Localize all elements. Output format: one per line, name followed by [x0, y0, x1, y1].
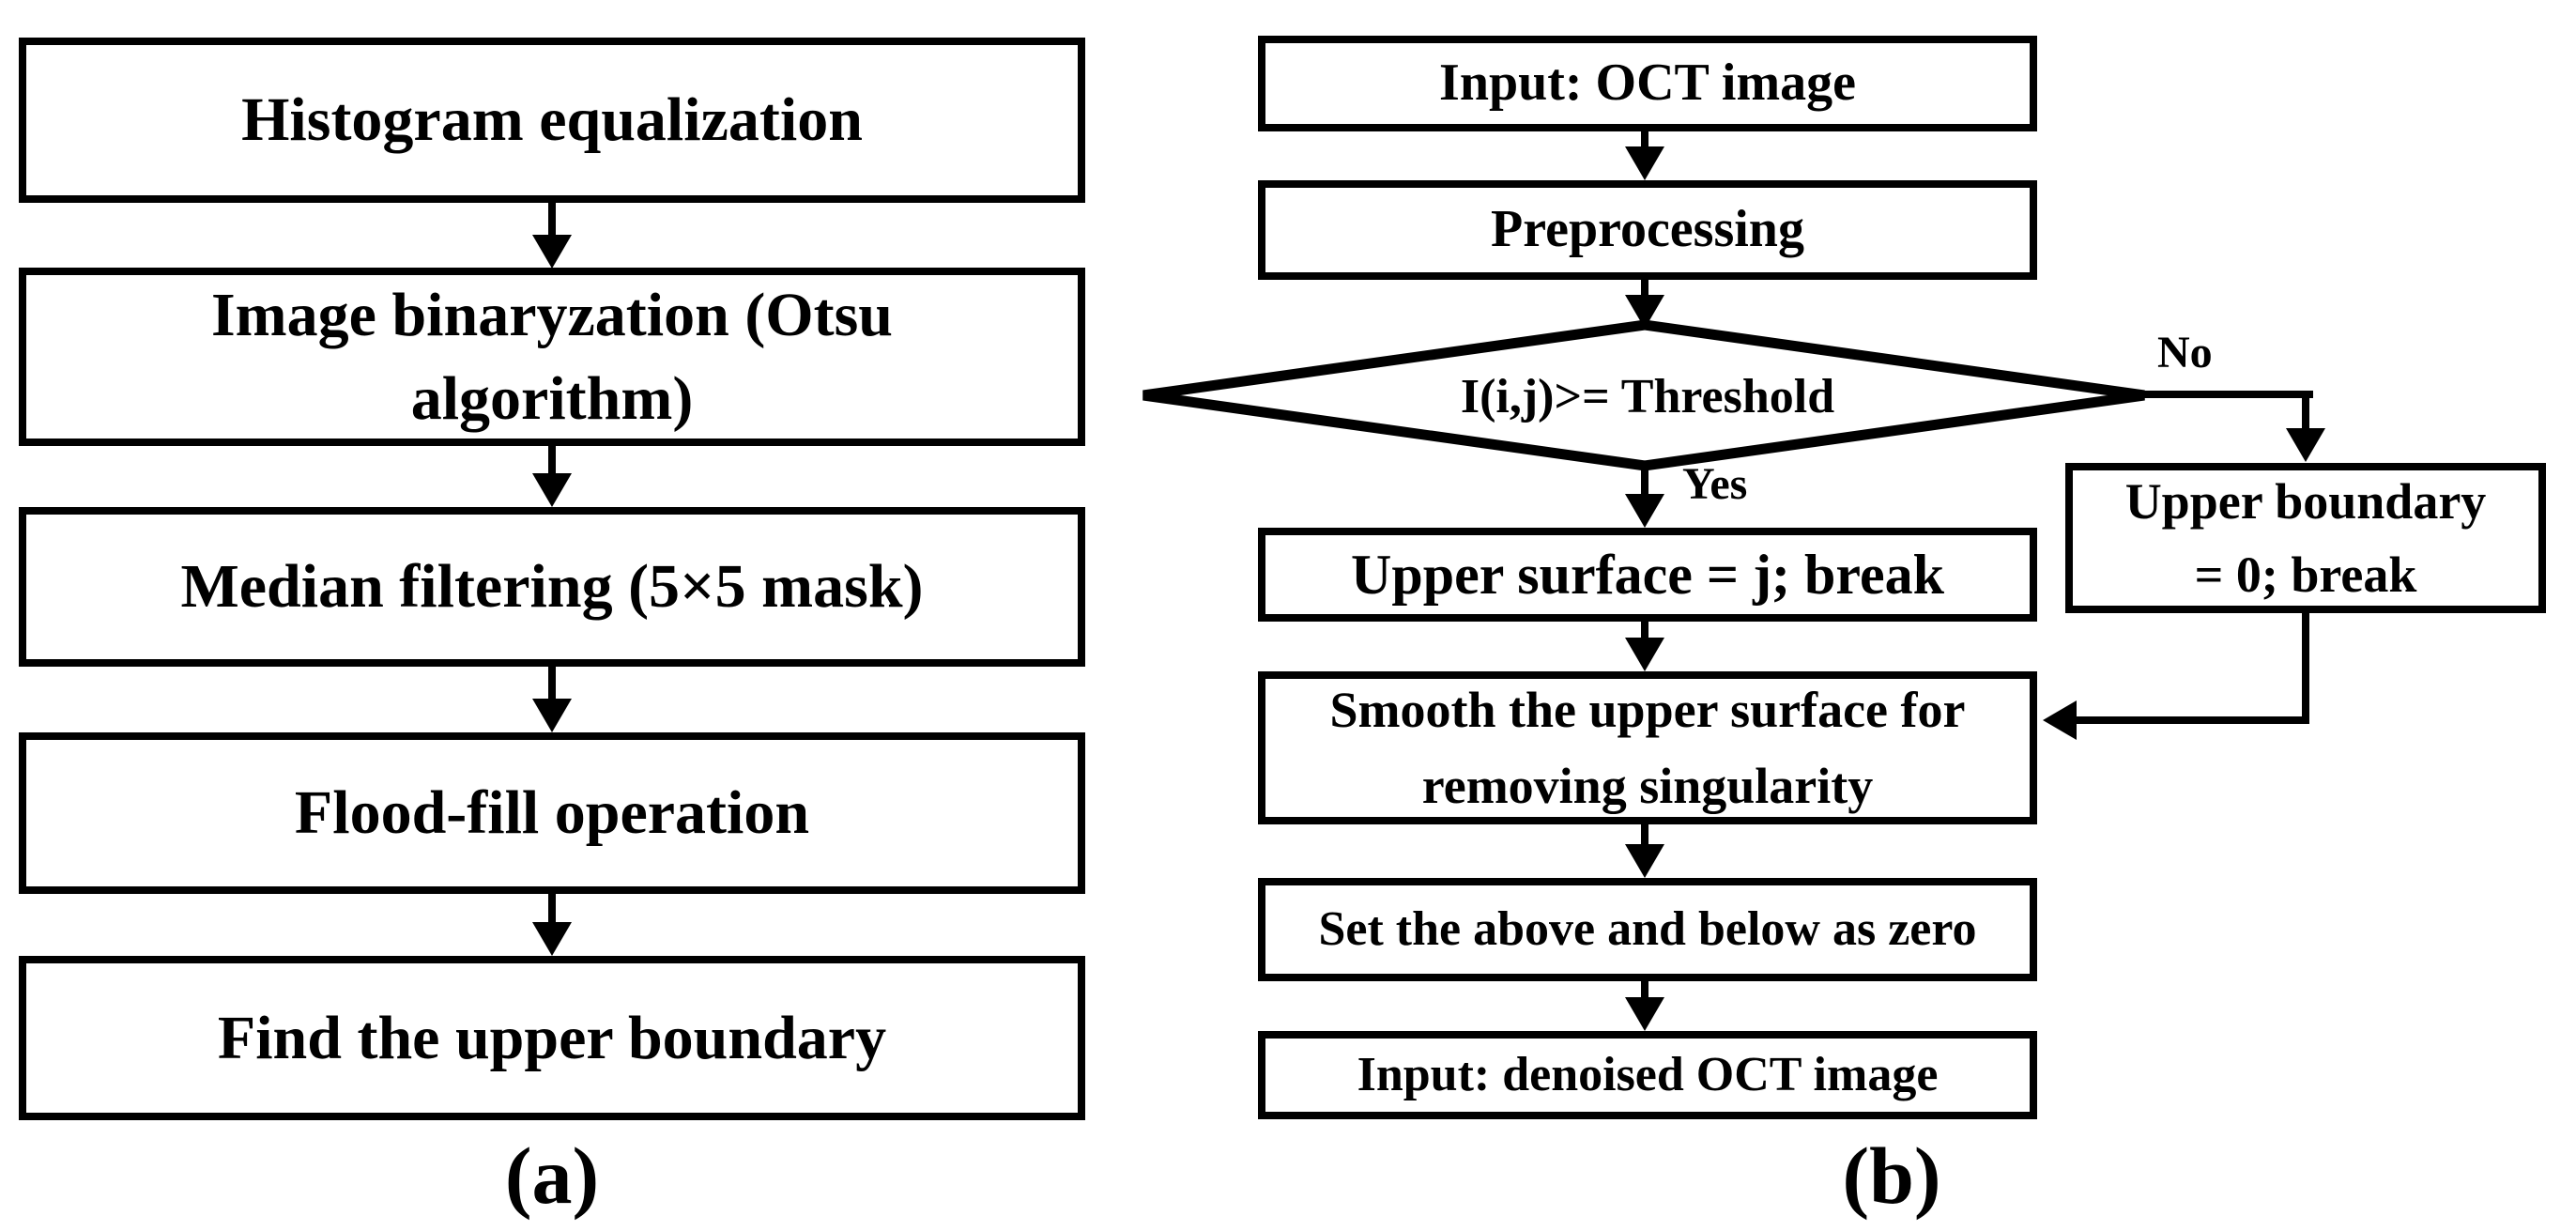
box-smooth-upper-surface: Smooth the upper surface for removing si…: [1258, 671, 2037, 824]
box-set-above-below-zero: Set the above and below as zero: [1258, 878, 2037, 981]
box-find-upper-boundary: Find the upper boundary: [19, 956, 1085, 1120]
no-branch-vline: [2302, 391, 2309, 432]
arrow-b3-line: [1641, 468, 1648, 498]
box-median-filtering: Median filtering (5×5 mask): [19, 507, 1085, 667]
box-image-binaryzation: Image binaryzation (Otsu algorithm): [19, 268, 1085, 446]
arrow-b5-line: [1641, 824, 1648, 848]
box-preprocessing: Preprocessing: [1258, 180, 2037, 280]
arrow-a1-line: [548, 203, 556, 239]
arrow-b1-line: [1641, 131, 1648, 150]
box-flood-fill: Flood-fill operation: [19, 732, 1085, 894]
arrow-a2-line: [548, 446, 556, 477]
yes-branch-label: Yes: [1682, 459, 1748, 509]
arrow-b2-line: [1641, 280, 1648, 299]
panel-a-caption: (a): [504, 1131, 600, 1221]
arrow-a3-head-icon: [532, 699, 572, 732]
arrow-b1-head-icon: [1625, 146, 1664, 180]
no-branch-hline: [2140, 391, 2313, 398]
box-upper-surface-break: Upper surface = j; break: [1258, 528, 2037, 622]
panel-b-caption: (b): [1842, 1131, 1941, 1221]
feedback-head-icon: [2043, 700, 2077, 740]
box-upper-boundary-zero: Upper boundary = 0; break: [2065, 463, 2546, 613]
no-branch-head-icon: [2286, 428, 2325, 462]
decision-label: I(i,j)>= Threshold: [1460, 369, 1835, 423]
box-histogram-equalization: Histogram equalization: [19, 38, 1085, 203]
arrow-b6-line: [1641, 981, 1648, 1001]
box-input-oct-image: Input: OCT image: [1258, 36, 2037, 131]
arrow-b3-head-icon: [1625, 494, 1664, 528]
arrow-a4-line: [548, 894, 556, 926]
no-branch-label: No: [2157, 328, 2213, 377]
arrow-a1-head-icon: [532, 235, 572, 269]
arrow-a3-line: [548, 667, 556, 702]
arrow-b5-head-icon: [1625, 844, 1664, 878]
feedback-vline: [2302, 613, 2309, 724]
arrow-b4-line: [1641, 622, 1648, 641]
arrow-b4-head-icon: [1625, 638, 1664, 671]
arrow-a2-head-icon: [532, 473, 572, 507]
feedback-hline: [2073, 716, 2309, 724]
arrow-a4-head-icon: [532, 922, 572, 956]
box-output-denoised-image: Input: denoised OCT image: [1258, 1031, 2037, 1119]
arrow-b6-head-icon: [1625, 997, 1664, 1031]
